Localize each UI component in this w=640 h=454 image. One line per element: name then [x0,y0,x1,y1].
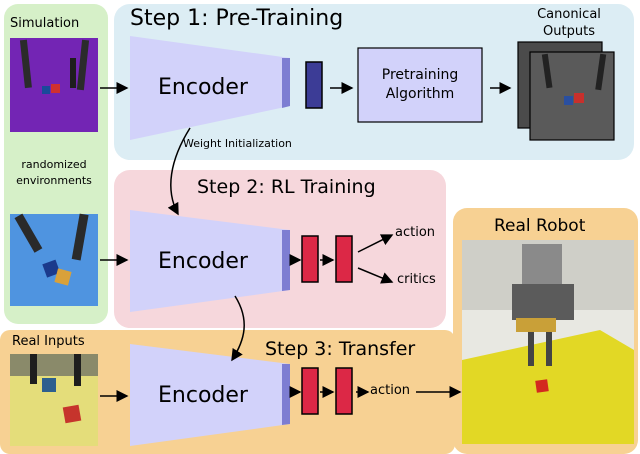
step1-title: Step 1: Pre-Training [130,6,344,31]
critics-label: critics [397,272,436,287]
encoder-label-step3: Encoder [158,383,248,408]
pretraining-algorithm-box [357,47,483,123]
encoder-label-step2: Encoder [158,249,248,274]
canonical-outputs-title: Canonical Outputs [537,7,601,39]
step2-title: Step 2: RL Training [197,176,376,198]
pretraining-algorithm-label: Pretraining Algorithm [381,67,459,102]
rl-layer-1 [301,235,319,283]
sim-image-purple [10,38,98,132]
step3-title: Step 3: Transfer [265,338,416,360]
weight-initialization-label: Weight Initialization [183,137,292,150]
canonical-outputs-images [517,41,615,141]
transfer-layer-1 [301,367,319,415]
real-robot-title: Real Robot [494,216,586,236]
sim-image-blue [10,213,98,306]
feature-vector [305,61,323,109]
simulation-title: Simulation [10,16,80,31]
encoder-step3 [130,344,290,446]
randomized-environments-text: randomized environments [16,158,92,187]
real-robot-photo [462,240,634,444]
real-inputs-title: Real Inputs [12,334,85,349]
rl-layer-2 [335,235,353,283]
action-label-step3: action [370,383,411,398]
action-label-step2: action [395,225,436,240]
real-input-image [10,354,98,446]
encoder-step2 [130,210,290,312]
encoder-step1 [130,36,290,140]
transfer-layer-2 [335,367,353,415]
encoder-label-step1: Encoder [158,75,248,100]
